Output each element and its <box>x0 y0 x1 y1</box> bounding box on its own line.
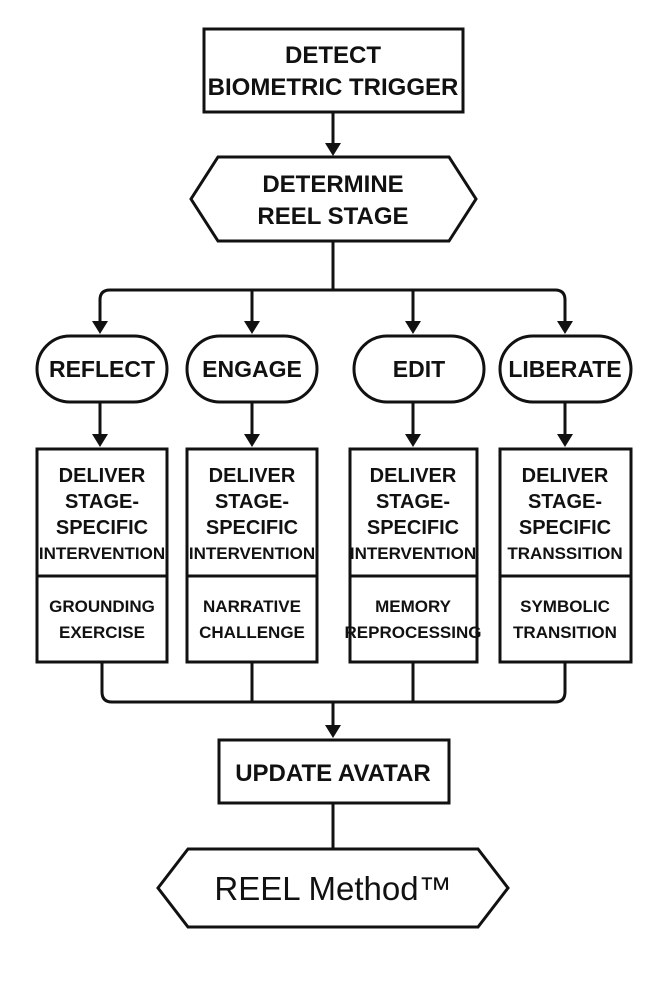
arrowhead <box>244 434 260 447</box>
action-line: INTERVENTION <box>189 544 315 563</box>
arrowhead <box>92 434 108 447</box>
stage-label: LIBERATE <box>508 356 621 382</box>
arrowhead <box>325 725 341 738</box>
action-line: DELIVER <box>522 465 609 487</box>
action-line: STAGE- <box>65 491 139 513</box>
merge-bar <box>100 662 567 704</box>
detail-line: CHALLENGE <box>199 623 305 642</box>
action-line: SPECIFIC <box>367 517 459 539</box>
brand-node: REEL Method™ <box>156 847 510 929</box>
arrowhead <box>405 434 421 447</box>
intervention-box <box>185 447 319 664</box>
detail-line: SYMBOLIC <box>520 597 610 616</box>
detail-line: NARRATIVE <box>203 597 301 616</box>
determine-hexagon <box>189 155 478 243</box>
stage-pill <box>185 334 319 404</box>
intervention-liberate: DELIVER STAGE- SPECIFIC TRANSSITION SYMB… <box>498 447 633 664</box>
detect-line-2: BIOMETRIC TRIGGER <box>208 74 459 101</box>
intervention-edit: DELIVER STAGE- SPECIFIC INTERVENTION MEM… <box>345 447 482 664</box>
detail-line: REPROCESSING <box>345 623 482 642</box>
stage-liberate: LIBERATE <box>498 334 633 404</box>
brand-label: REEL Method™ <box>214 870 451 907</box>
action-line: STAGE- <box>215 491 289 513</box>
stage-edit: EDIT <box>352 334 486 404</box>
action-line: INTERVENTION <box>350 544 476 563</box>
action-line: STAGE- <box>528 491 602 513</box>
stage-label: EDIT <box>393 356 445 382</box>
determine-line-2: REEL STAGE <box>257 203 408 230</box>
intervention-box <box>35 447 169 664</box>
intervention-box <box>348 447 479 664</box>
stage-pill <box>498 334 633 404</box>
intervention-box <box>498 447 633 664</box>
update-label: UPDATE AVATAR <box>235 760 431 787</box>
detail-line: EXERCISE <box>59 623 145 642</box>
action-line: TRANSSITION <box>507 544 622 563</box>
branch-bar <box>98 288 567 322</box>
arrowhead <box>92 321 108 334</box>
action-line: DELIVER <box>59 465 146 487</box>
detail-line: MEMORY <box>375 597 452 616</box>
connectors <box>92 112 573 848</box>
arrowhead <box>557 321 573 334</box>
stage-reflect: REFLECT <box>35 334 169 404</box>
detect-node: DETECT BIOMETRIC TRIGGER <box>202 27 465 114</box>
detail-line: TRANSITION <box>513 623 617 642</box>
arrowhead <box>325 143 341 156</box>
action-line: DELIVER <box>209 465 296 487</box>
action-line: INTERVENTION <box>39 544 165 563</box>
action-line: STAGE- <box>376 491 450 513</box>
action-line: SPECIFIC <box>56 517 148 539</box>
action-line: DELIVER <box>370 465 457 487</box>
arrowhead <box>405 321 421 334</box>
action-line: SPECIFIC <box>206 517 298 539</box>
intervention-reflect: DELIVER STAGE- SPECIFIC INTERVENTION GRO… <box>35 447 169 664</box>
intervention-engage: DELIVER STAGE- SPECIFIC INTERVENTION NAR… <box>185 447 319 664</box>
stage-label: ENGAGE <box>202 356 302 382</box>
arrowhead <box>244 321 260 334</box>
detect-line-1: DETECT <box>285 42 381 69</box>
action-line: SPECIFIC <box>519 517 611 539</box>
detect-box <box>202 27 465 114</box>
determine-line-1: DETERMINE <box>262 171 403 198</box>
stage-engage: ENGAGE <box>185 334 319 404</box>
update-box <box>217 738 451 805</box>
stage-pill <box>352 334 486 404</box>
arrowhead <box>557 434 573 447</box>
brand-hexagon <box>156 847 510 929</box>
stage-label: REFLECT <box>49 356 155 382</box>
determine-node: DETERMINE REEL STAGE <box>189 155 478 243</box>
detail-line: GROUNDING <box>49 597 155 616</box>
update-node: UPDATE AVATAR <box>217 738 451 805</box>
stage-pill <box>35 334 169 404</box>
